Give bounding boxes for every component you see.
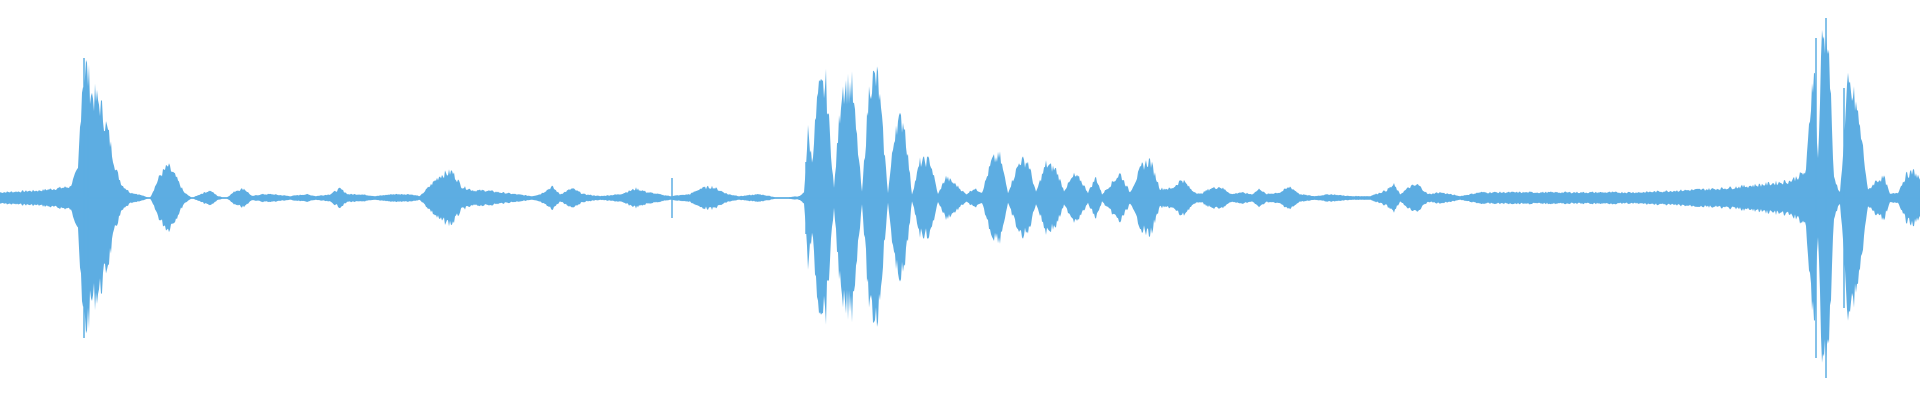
waveform-envelope <box>0 20 1920 373</box>
